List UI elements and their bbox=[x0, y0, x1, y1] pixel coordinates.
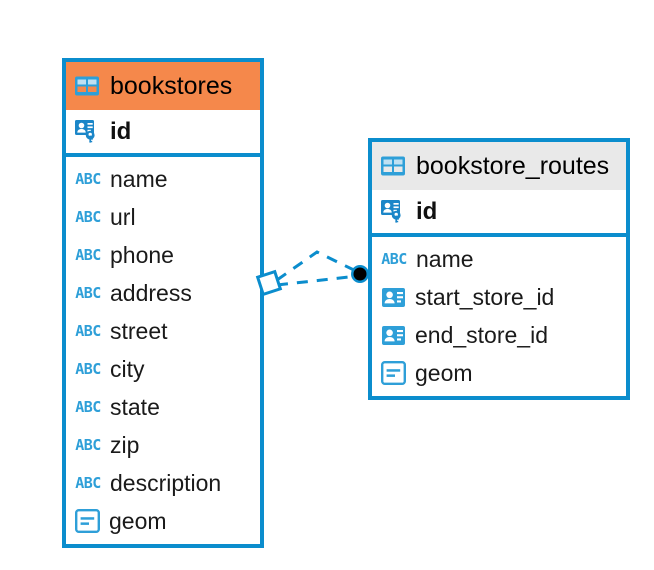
field-label-street: street bbox=[110, 317, 168, 344]
abc-icon-label: ABC bbox=[75, 207, 101, 226]
field-row-city[interactable]: ABC city bbox=[66, 350, 260, 388]
abc-icon: ABC bbox=[75, 360, 101, 378]
entity-bookstore-routes-field-list: ABC name start_store_id bbox=[372, 237, 626, 392]
abc-icon-label: ABC bbox=[75, 321, 101, 340]
abc-icon: ABC bbox=[75, 474, 101, 492]
field-row-start-store-id[interactable]: start_store_id bbox=[372, 278, 626, 316]
field-row-geom[interactable]: geom bbox=[372, 354, 626, 392]
field-label-address: address bbox=[110, 279, 192, 306]
field-label-phone: phone bbox=[110, 241, 174, 268]
field-row-street[interactable]: ABC street bbox=[66, 312, 260, 350]
field-row-phone[interactable]: ABC phone bbox=[66, 236, 260, 274]
field-row-geom[interactable]: geom bbox=[66, 502, 260, 540]
relationship-line-lower bbox=[276, 274, 359, 287]
abc-icon: ABC bbox=[75, 208, 101, 226]
abc-icon-label: ABC bbox=[75, 397, 101, 416]
field-label-end-store-id: end_store_id bbox=[415, 321, 548, 348]
entity-bookstore-routes-primary-key-label: id bbox=[416, 197, 438, 225]
abc-icon-label: ABC bbox=[75, 359, 101, 378]
table-icon bbox=[74, 73, 100, 99]
primary-key-icon bbox=[74, 118, 101, 145]
field-row-address[interactable]: ABC address bbox=[66, 274, 260, 312]
field-label-url: url bbox=[110, 203, 136, 230]
foreign-key-icon bbox=[381, 285, 406, 310]
table-icon bbox=[380, 153, 406, 179]
field-row-zip[interactable]: ABC zip bbox=[66, 426, 260, 464]
entity-bookstores-header[interactable]: bookstores bbox=[66, 62, 260, 110]
entity-bookstores-field-list: ABC name ABC url ABC phone ABC bbox=[66, 157, 260, 540]
abc-icon-label: ABC bbox=[75, 435, 101, 454]
field-label-geom: geom bbox=[109, 507, 167, 534]
foreign-key-icon bbox=[381, 323, 406, 348]
entity-bookstores-primary-key-label: id bbox=[110, 117, 132, 145]
field-row-url[interactable]: ABC url bbox=[66, 198, 260, 236]
field-label-geom: geom bbox=[415, 359, 473, 386]
abc-icon: ABC bbox=[75, 322, 101, 340]
abc-icon-label: ABC bbox=[75, 169, 101, 188]
field-label-city: city bbox=[110, 355, 145, 382]
field-row-name[interactable]: ABC name bbox=[66, 160, 260, 198]
filled-circle-marker bbox=[351, 265, 369, 283]
abc-icon-label: ABC bbox=[75, 283, 101, 302]
abc-icon: ABC bbox=[75, 170, 101, 188]
abc-icon-label: ABC bbox=[75, 245, 101, 264]
field-row-state[interactable]: ABC state bbox=[66, 388, 260, 426]
entity-bookstore-routes-primary-key-row[interactable]: id bbox=[372, 190, 626, 237]
entity-bookstore-routes[interactable]: bookstore_routes id bbox=[368, 138, 630, 400]
abc-icon: ABC bbox=[75, 436, 101, 454]
field-label-name: name bbox=[110, 165, 168, 192]
entity-bookstores-primary-key-row[interactable]: id bbox=[66, 110, 260, 157]
field-label-state: state bbox=[110, 393, 160, 420]
field-row-description[interactable]: ABC description bbox=[66, 464, 260, 502]
abc-icon: ABC bbox=[75, 284, 101, 302]
abc-icon-label: ABC bbox=[381, 249, 407, 268]
field-label-start-store-id: start_store_id bbox=[415, 283, 555, 310]
field-row-end-store-id[interactable]: end_store_id bbox=[372, 316, 626, 354]
primary-key-icon bbox=[380, 198, 407, 225]
relationship-line-upper bbox=[276, 250, 359, 282]
geometry-icon bbox=[75, 509, 100, 533]
field-label-zip: zip bbox=[110, 431, 140, 458]
abc-icon: ABC bbox=[75, 246, 101, 264]
field-label-name: name bbox=[416, 245, 474, 272]
abc-icon: ABC bbox=[381, 250, 407, 268]
geometry-icon bbox=[381, 361, 406, 385]
abc-icon: ABC bbox=[75, 398, 101, 416]
entity-bookstores[interactable]: bookstores id bbox=[62, 58, 264, 548]
relationship-connector[interactable] bbox=[255, 238, 380, 318]
abc-icon-label: ABC bbox=[75, 473, 101, 492]
entity-bookstore-routes-header[interactable]: bookstore_routes bbox=[372, 142, 626, 190]
entity-bookstore-routes-title: bookstore_routes bbox=[416, 151, 610, 180]
field-row-name[interactable]: ABC name bbox=[372, 240, 626, 278]
field-label-description: description bbox=[110, 469, 222, 496]
entity-bookstores-title: bookstores bbox=[110, 71, 233, 100]
